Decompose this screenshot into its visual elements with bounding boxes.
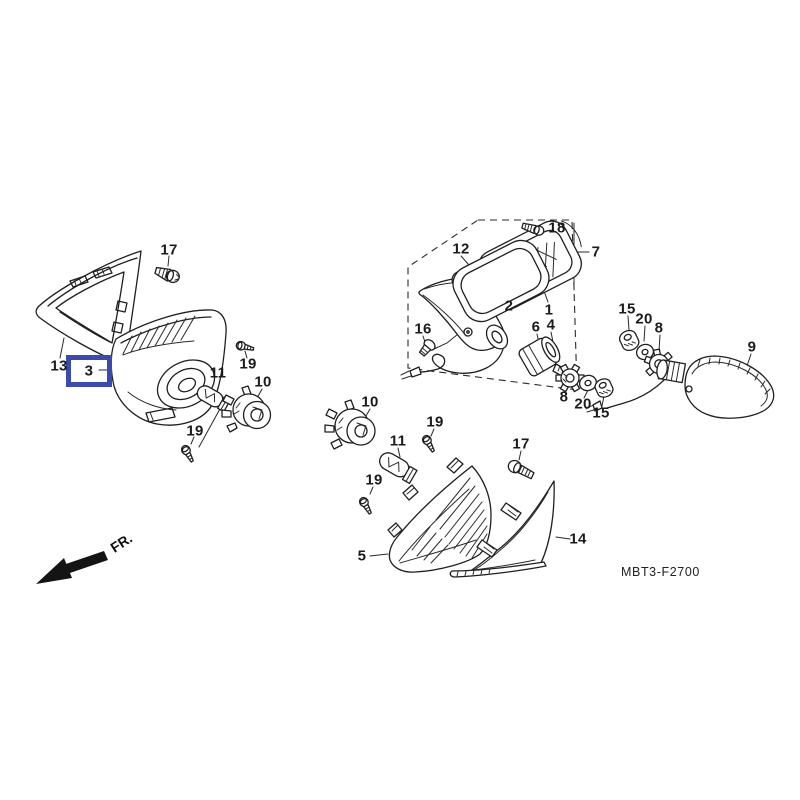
callout-2[interactable]: 2 (504, 297, 514, 315)
callout-13[interactable]: 13 (50, 357, 68, 375)
part-10-socket-bottom (325, 400, 375, 449)
callout-11-top[interactable]: 11 (209, 364, 227, 382)
callout-6[interactable]: 6 (531, 318, 541, 336)
part-14-cover (450, 481, 554, 577)
callout-10-bottom[interactable]: 10 (361, 393, 379, 411)
part-9-winker-assy (586, 356, 774, 418)
callout-3-selected[interactable]: 3 (84, 362, 94, 380)
diagram-code: MBT3-F2700 (621, 565, 700, 579)
selected-part-highlight-box[interactable] (66, 355, 112, 387)
callout-19-bottom-2[interactable]: 19 (365, 471, 383, 489)
callout-5[interactable]: 5 (357, 547, 367, 565)
part-17-screw-top (154, 266, 181, 284)
callout-19-left[interactable]: 19 (186, 422, 204, 440)
callout-17-bottom[interactable]: 17 (512, 435, 530, 453)
callout-17-top[interactable]: 17 (160, 241, 178, 259)
part-5-lens (388, 458, 491, 572)
part-13-garnish (36, 251, 141, 361)
part-19-screw-mid (421, 434, 437, 453)
callout-8-mid[interactable]: 8 (559, 388, 569, 406)
callout-19-bottom-1[interactable]: 19 (426, 413, 444, 431)
callout-15-mid[interactable]: 15 (592, 404, 610, 422)
part-11-bulb-bottom (377, 450, 418, 484)
callout-7[interactable]: 7 (591, 243, 601, 261)
callout-14[interactable]: 14 (569, 530, 587, 548)
callout-18[interactable]: 18 (548, 219, 566, 237)
part-19-screw-left (180, 444, 196, 463)
callout-12[interactable]: 12 (452, 240, 470, 258)
part-18-screw (521, 222, 545, 237)
part-2-gasket (447, 234, 555, 327)
callout-20-right[interactable]: 20 (635, 310, 653, 328)
callout-1[interactable]: 1 (544, 301, 554, 319)
part-10-socket-top (222, 386, 271, 432)
callout-16[interactable]: 16 (414, 320, 432, 338)
callout-10-top[interactable]: 10 (254, 373, 272, 391)
part-20-washer-right (634, 342, 655, 362)
part-15-nut-mid (593, 376, 615, 399)
callout-19-top[interactable]: 19 (239, 355, 257, 373)
fr-arrow-icon (36, 551, 108, 584)
part-19-screw-top (236, 341, 255, 353)
callout-8-right[interactable]: 8 (654, 319, 664, 337)
callout-15-right[interactable]: 15 (618, 300, 636, 318)
part-17-screw-bottom (506, 458, 535, 480)
part-15-nut-right (617, 328, 641, 353)
part-19-screw-lower (358, 496, 374, 515)
callout-20-mid[interactable]: 20 (574, 395, 592, 413)
callout-11-bottom[interactable]: 11 (389, 432, 407, 450)
part-8-grommet-mid (556, 364, 584, 391)
callout-4[interactable]: 4 (546, 316, 556, 334)
callout-9[interactable]: 9 (747, 338, 757, 356)
part-20-washer-mid (577, 373, 598, 393)
